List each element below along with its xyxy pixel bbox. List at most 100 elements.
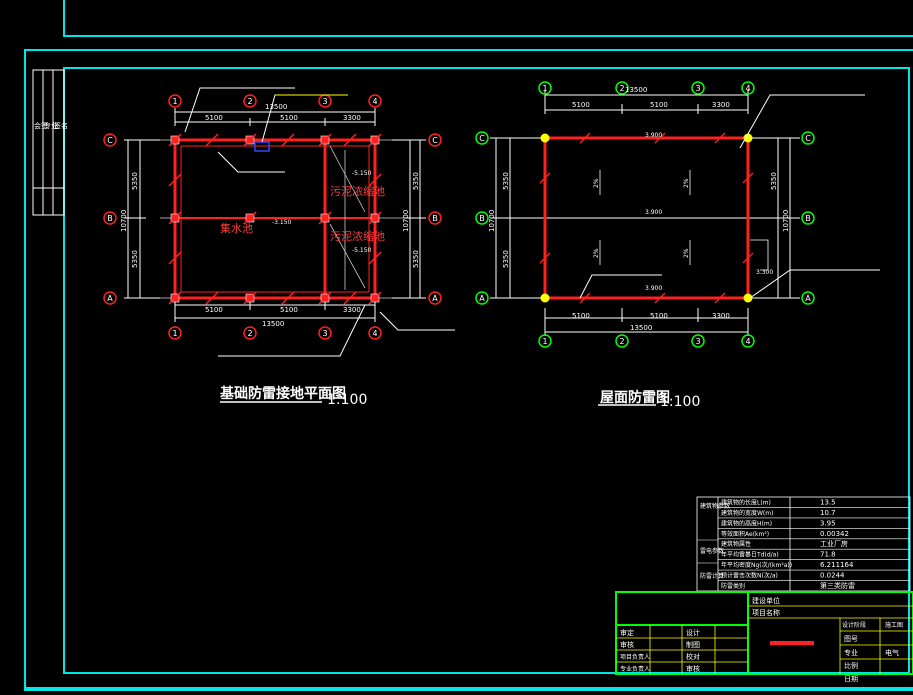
- axis-bubble-top-1: 1: [168, 94, 182, 108]
- ground-slash-9: [368, 133, 382, 147]
- ground-slash-2: [168, 291, 182, 305]
- axis-bubble-bottom-3: 3: [318, 326, 332, 340]
- tb-project-name: 项目名称: [752, 608, 780, 617]
- left-bay-dim-1-top: 5100: [205, 114, 223, 122]
- countersign-labels: 会签 专业 签名: [34, 121, 68, 130]
- right-plan-side-bay-2-left: 5350: [502, 250, 510, 268]
- axis-bubble-bottom-1-label: 1: [172, 329, 177, 338]
- roof-slash-3: [742, 252, 754, 264]
- axis-bubble-bottom-4: 4: [368, 326, 382, 340]
- axis-bubble-left-C-label: C: [107, 136, 113, 145]
- roof-axis-top-4: 4: [741, 81, 755, 95]
- sheet-frame: [24, 0, 913, 691]
- roof-slope-2: 2%: [683, 178, 690, 188]
- roof-axis-bottom-4: 4: [741, 334, 755, 348]
- roof-axis-left-B: B: [475, 211, 489, 225]
- roof-slash-6: [714, 132, 726, 144]
- tb-drawing-category: 设计阶段: [842, 621, 866, 629]
- axis-bubble-top-1-label: 1: [172, 97, 177, 106]
- roof-slash-2: [742, 172, 754, 184]
- roof-level-4: 3.900: [645, 285, 662, 292]
- ground-slash-22: [243, 211, 257, 225]
- ground-slash-14: [343, 133, 357, 147]
- left-plan-scale: 1:100: [327, 392, 367, 408]
- info-label-5: 年平均雷暴日Td(d/a): [721, 551, 779, 559]
- roof-axis-right-A: A: [801, 291, 815, 305]
- info-label-6: 年平均密度Ng(次/(km²a)): [721, 561, 792, 569]
- right-plan-title: 屋面防雷图: [600, 389, 670, 406]
- roof-slope-marks: [599, 170, 769, 271]
- countersign-strip: [32, 69, 65, 216]
- roof-axis-right-B: B: [801, 211, 815, 225]
- axis-bubble-top-3-label: 3: [322, 97, 327, 106]
- roof-axis-top-2: 2: [615, 81, 629, 95]
- left-bay-dim-1-bot: 5100: [205, 306, 223, 314]
- roof-axis-top-1: 1: [538, 81, 552, 95]
- info-value-0: 13.5: [820, 498, 836, 506]
- right-plan-scale: 1:100: [660, 394, 700, 410]
- tb-role2-2: 制图: [686, 640, 700, 649]
- info-label-0: 建筑物的长度L(m): [721, 498, 771, 506]
- ground-slash-19: [168, 251, 182, 265]
- roof-slash-7: [579, 292, 591, 304]
- right-side-bay-2-L: 5350: [412, 250, 420, 268]
- info-value-7: 0.0244: [820, 572, 845, 580]
- roof-axis-right-A-label: A: [805, 294, 811, 303]
- axis-bubble-left-C: C: [103, 133, 117, 147]
- roof-axis-bottom-1-label: 1: [542, 337, 547, 346]
- ground-slash-6: [318, 133, 332, 147]
- axis-bubble-right-B: B: [428, 211, 442, 225]
- axis-bubble-bottom-1: 1: [168, 326, 182, 340]
- ground-slash-7: [318, 211, 332, 225]
- red-drawing-title-bar: [770, 641, 814, 645]
- left-top-dimension-lines: [124, 108, 426, 322]
- info-label-8: 防雷类别: [721, 582, 745, 590]
- ground-slash-20: [368, 173, 382, 187]
- right-bay-dim-3-bot: 3300: [712, 312, 730, 320]
- room-label-sludge-2: 污泥浓缩池: [330, 230, 385, 243]
- tb-role-1: 审定: [620, 628, 634, 637]
- tb-role-2: 审核: [620, 640, 634, 649]
- lightning-calc-table: 建筑物的长度L(m)13.5建筑物的宽度W(m)10.7建筑物的高度H(m)3.…: [696, 496, 911, 592]
- roof-axis-left-B-label: B: [479, 214, 485, 223]
- tb-stage: 施工图: [885, 621, 903, 629]
- right-overall-dim-top: 13500: [625, 86, 647, 94]
- info-label-2: 建筑物的高度H(m): [721, 519, 772, 527]
- left-overall-dim-bot: 13500: [262, 320, 284, 328]
- axis-bubble-right-B-label: B: [432, 214, 438, 223]
- air-terminal-0: [540, 133, 550, 143]
- info-label-4: 建筑物属性: [721, 540, 751, 548]
- level-mark-1: -5.150: [352, 170, 372, 177]
- ground-slash-0: [168, 133, 182, 147]
- ground-slash-12: [205, 133, 219, 147]
- right-dimension-lines: [490, 90, 800, 336]
- right-bay-dim-1-top: 5100: [572, 101, 590, 109]
- roof-axis-bottom-3: 3: [691, 334, 705, 348]
- axis-bubble-left-A: A: [103, 291, 117, 305]
- axis-bubble-left-B-label: B: [107, 214, 113, 223]
- right-bay-dim-2-top: 5100: [650, 101, 668, 109]
- roof-slash-1: [539, 252, 551, 264]
- left-bay-dim-2-bot: 5100: [280, 306, 298, 314]
- roof-axis-top-1-label: 1: [542, 84, 547, 93]
- countersign-label-3: 签名: [54, 121, 68, 130]
- ground-slash-11: [368, 291, 382, 305]
- countersign-label-2: 专业: [44, 121, 58, 130]
- axis-bubble-bottom-4-label: 4: [372, 329, 377, 338]
- level-mark-3: -5.150: [352, 247, 372, 254]
- roof-axis-left-C-label: C: [479, 134, 485, 143]
- tb-role2-4: 审核: [686, 664, 700, 673]
- axis-bubble-top-3: 3: [318, 94, 332, 108]
- roof-slope-4: 2%: [683, 248, 690, 258]
- info-value-4: 工业厂房: [820, 539, 848, 548]
- air-terminal-2: [540, 293, 550, 303]
- left-plan-title: 基础防雷接地平面图: [220, 385, 346, 402]
- right-overall-dim-bot: 13500: [630, 324, 652, 332]
- tb-date-label: 日期: [844, 675, 858, 683]
- info-value-5: 71.8: [820, 551, 836, 559]
- roof-axis-top-3: 3: [691, 81, 705, 95]
- tb-role2-3: 校对: [686, 652, 700, 661]
- roof-slash-9: [714, 292, 726, 304]
